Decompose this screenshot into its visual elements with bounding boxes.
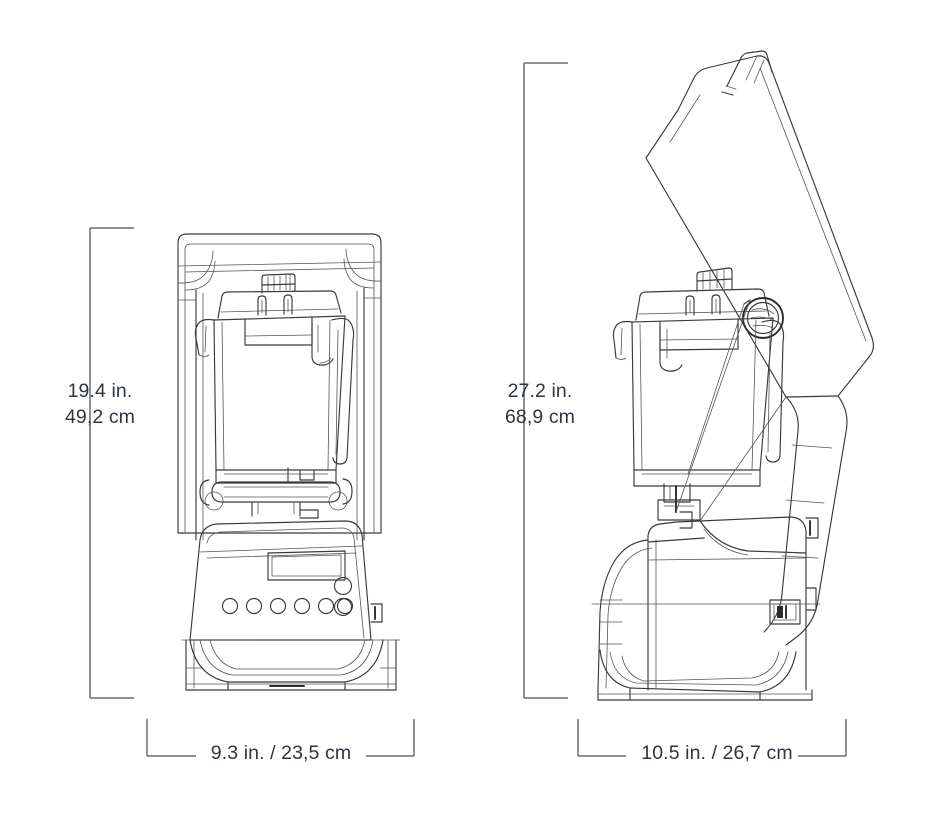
dimension-line-side-height	[523, 62, 568, 699]
front-jar-lid	[213, 273, 346, 321]
side-height-centimeters: 68,9 cm	[504, 406, 576, 428]
side-width-dimension-label: 10.5 in. / 26,7 cm	[641, 742, 793, 764]
front-view-group	[177, 233, 401, 691]
dimension-line-side-width	[577, 719, 847, 757]
dimension-line-front-height	[89, 227, 134, 699]
side-height-dimension-label: 27.2 in. 68,9 cm	[486, 378, 594, 430]
front-height-centimeters: 49,2 cm	[64, 406, 136, 428]
side-hinge-linkage	[675, 299, 787, 522]
side-view-group	[591, 50, 875, 701]
front-enclosure-shell	[177, 233, 382, 541]
front-motor-base	[189, 520, 383, 641]
side-raised-hood	[645, 50, 875, 646]
front-base-skirt	[185, 639, 397, 691]
front-width-dimension-label: 9.3 in. / 23,5 cm	[210, 742, 352, 764]
side-height-inches: 27.2 in.	[507, 380, 573, 402]
front-height-inches: 19.4 in.	[67, 380, 133, 402]
front-height-dimension-label: 19.4 in. 49,2 cm	[52, 378, 148, 430]
side-motor-base	[597, 516, 819, 701]
side-jar-body	[612, 317, 785, 529]
dimension-line-front-width	[146, 719, 415, 757]
front-jar-body	[194, 315, 355, 484]
side-jar-lid	[631, 267, 784, 339]
front-clamp-handle	[199, 478, 353, 519]
